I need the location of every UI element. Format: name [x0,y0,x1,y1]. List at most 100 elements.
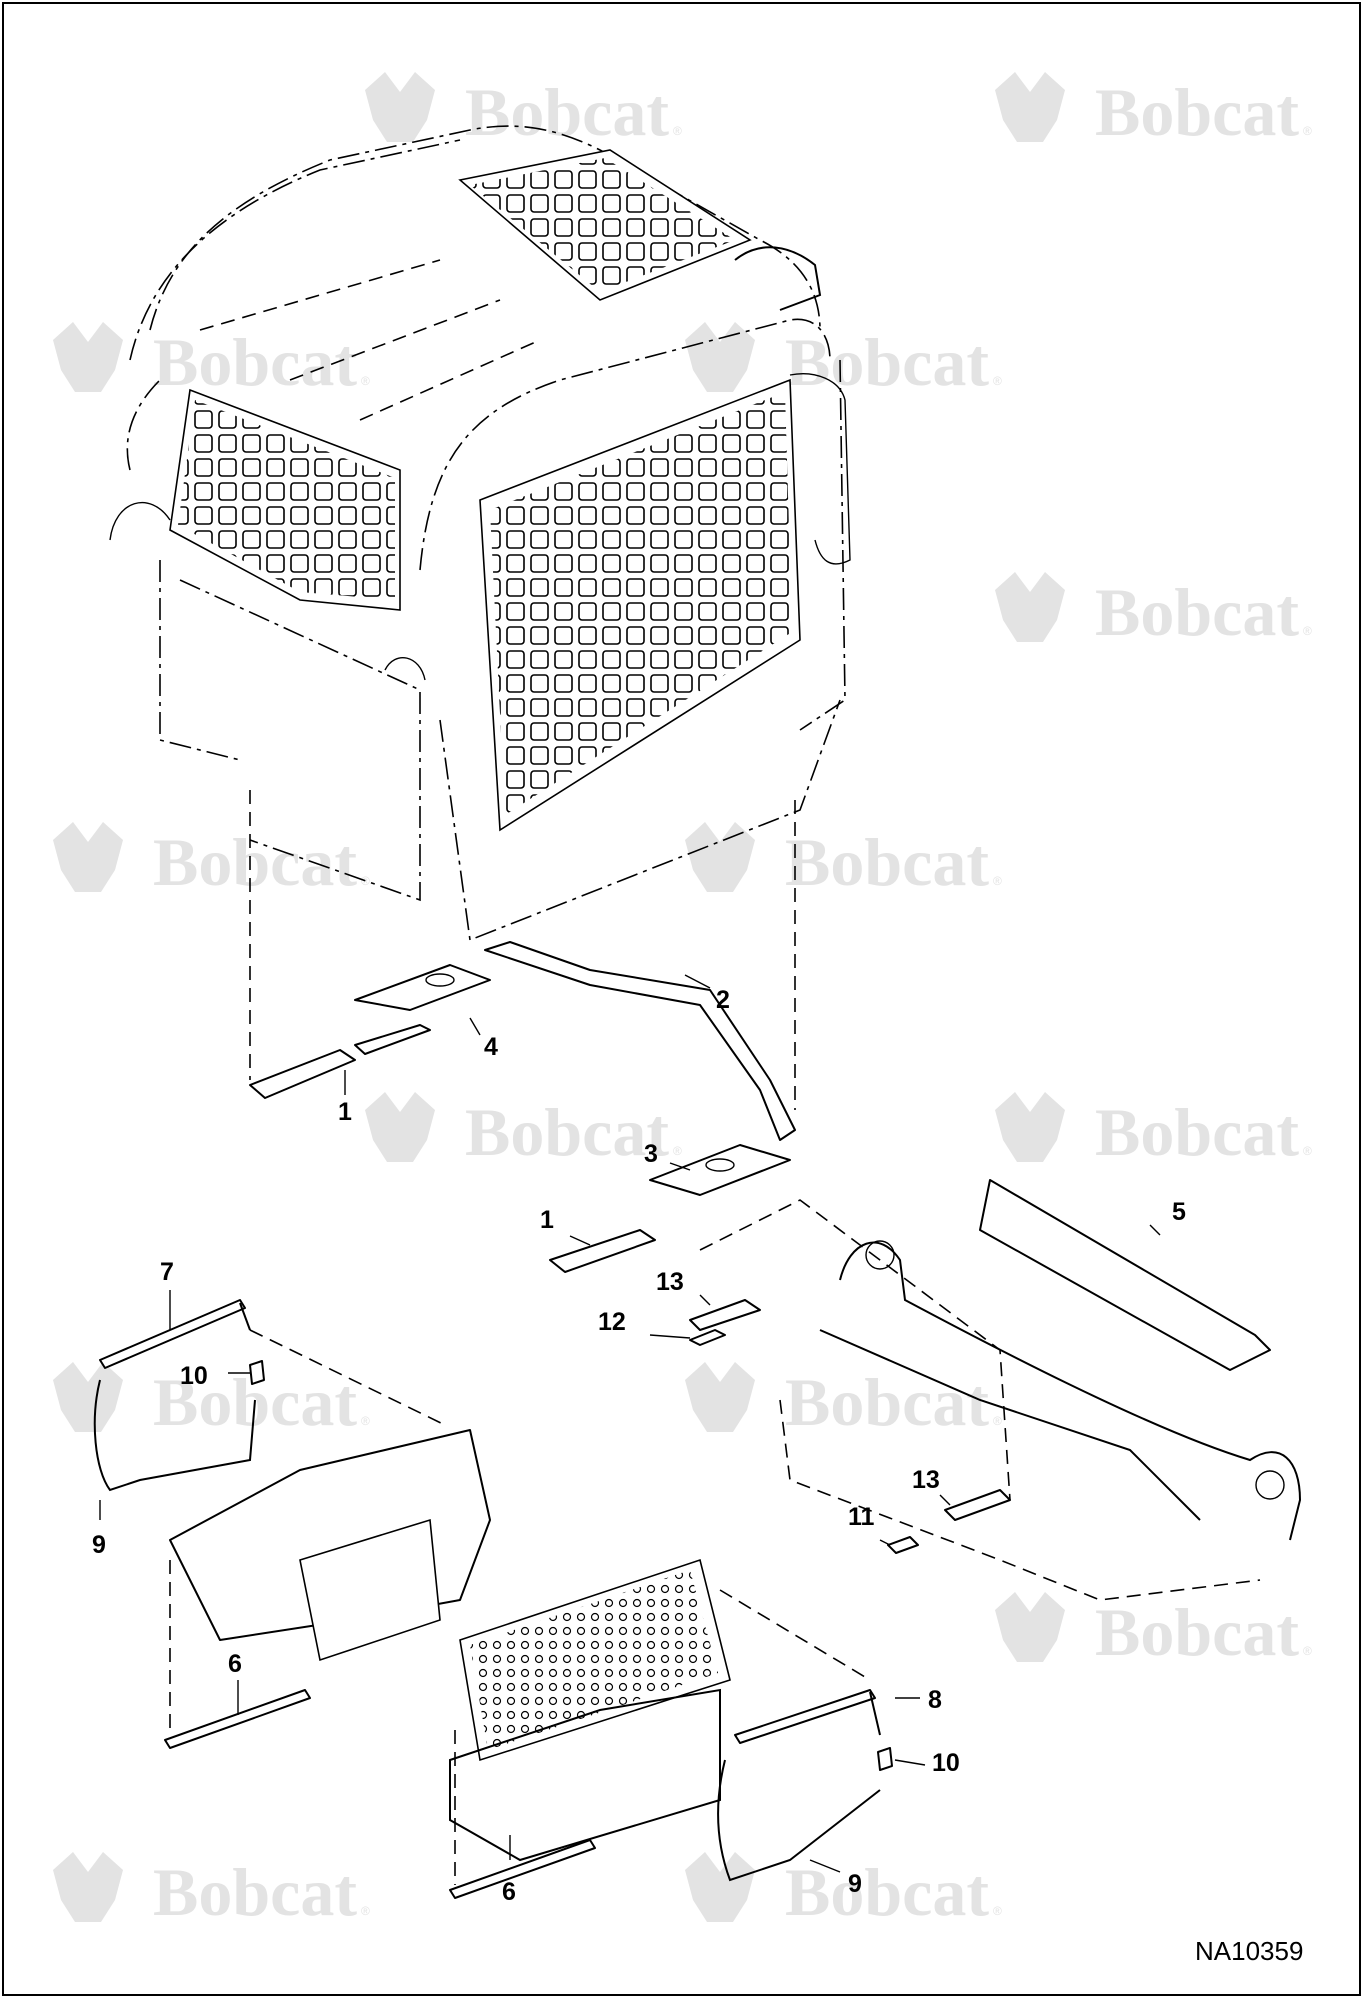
pivot-boss [865,1240,895,1270]
bobcat-logo-icon [365,72,435,142]
leader-line [684,974,711,989]
mount-bracket-part-2 [484,941,796,1141]
frame-top-rail [839,1241,1302,1541]
watermark-registered: ® [993,874,1002,888]
bobcat-logo-icon [685,322,755,392]
spacer-part-12 [689,1329,726,1346]
watermark-registered: ® [1303,1144,1312,1158]
rod-part-9 [93,1379,256,1492]
bobcat-logo-icon [685,1852,755,1922]
seal-strip-part-6b [449,1839,596,1899]
watermark-text: Bobcat [785,1364,989,1440]
mount-strip-part-1 [249,1049,356,1099]
pedal-housing [299,1518,441,1662]
watermark-registered: ® [361,374,370,388]
cab-left-panel [159,560,241,761]
watermark-registered: ® [361,874,370,888]
leader-line [699,1294,711,1306]
leader-line [569,1235,591,1246]
mount-shim-part-3 [649,1144,791,1196]
callout-7: 7 [160,1258,174,1286]
bobcat-logo-icon [53,1362,123,1432]
mount-shim-part-4a [354,1024,431,1055]
callout-13-bottom: 13 [912,1466,940,1494]
callout-3: 3 [644,1140,658,1168]
leader-lines [99,974,1161,1873]
rod-part-9b [717,1759,881,1882]
seal-strip-part-5 [979,1179,1271,1371]
front-door-mesh [490,392,792,815]
bobcat-watermark: Bobcat ® [53,322,370,400]
leader-line [469,1017,481,1036]
leader-line [669,1162,691,1171]
bobcat-logo-icon [685,1362,755,1432]
callout-4: 4 [484,1033,498,1061]
strip-end [239,1302,251,1331]
callout-5: 5 [1172,1198,1186,1226]
pivot-boss [1255,1470,1285,1500]
bobcat-watermark: Bobcat ® [685,822,1002,900]
seal-strip-part-8 [734,1689,876,1744]
strip-end [869,1691,881,1736]
clip-part-10 [249,1360,265,1385]
watermark-registered: ® [1303,1644,1312,1658]
leader-line [1149,1224,1161,1236]
callout-1: 1 [338,1098,352,1126]
bobcat-logo-icon [995,72,1065,142]
spacer-part-13a [689,1299,761,1331]
roof-slot [199,259,441,331]
frame-lower-edge [779,1399,1261,1601]
leader-line [939,1494,951,1506]
callout-1-middle: 1 [540,1206,554,1234]
watermark-text: Bobcat [1095,574,1299,650]
shim-hole [705,1158,735,1172]
bobcat-watermark: Bobcat ® [53,1852,370,1930]
callout-12: 12 [598,1308,626,1336]
watermark-registered: ® [993,1904,1002,1918]
bobcat-logo-icon [53,322,123,392]
seal-strip-part-6a [164,1689,311,1749]
roof-slot [289,299,501,381]
leader-line [894,1759,926,1766]
callout-10-left: 10 [180,1362,208,1390]
operator-cab [109,125,851,942]
callout-9-left: 9 [92,1531,106,1559]
leader-line [809,1859,841,1873]
bobcat-watermark: Bobcat ® [995,1592,1312,1670]
upper-mount-parts [249,941,796,1273]
bobcat-logo-icon [53,1852,123,1922]
bobcat-logo-icon [53,822,123,892]
bobcat-watermark: Bobcat ® [995,72,1312,150]
watermark-text: Bobcat [785,324,989,400]
spacer-part-13b [944,1489,1011,1521]
callout-8: 8 [928,1686,942,1714]
bobcat-watermark: Bobcat ® [685,1362,1002,1440]
watermark-group: Bobcat ® Bobcat ® Bobcat ® Bobcat ® Bobc… [53,72,1312,1930]
callout-13-top: 13 [656,1268,684,1296]
bobcat-logo-icon [995,572,1065,642]
watermark-registered: ® [1303,124,1312,138]
floor-assembly [93,1299,893,1899]
clip-part-10b [877,1747,893,1771]
watermark-text: Bobcat [153,824,357,900]
cab-floor-edge [439,699,841,942]
watermark-registered: ® [993,1414,1002,1428]
seal-strip-part-7 [99,1299,246,1369]
watermark-registered: ® [673,1144,682,1158]
mount-strip-part-1b [549,1229,656,1273]
alignment-line [249,1329,446,1426]
alignment-line [719,1589,871,1681]
watermark-text: Bobcat [465,74,669,150]
watermark-text: Bobcat [785,824,989,900]
roof-mesh [470,158,735,292]
watermark-text: Bobcat [1095,1594,1299,1670]
cab-grab-mid [384,657,426,681]
cab-roof-outline [149,125,821,331]
watermark-text: Bobcat [1095,1094,1299,1170]
cab-left-post [126,379,161,471]
spacer-part-11 [887,1536,919,1554]
cab-grab-right [789,373,851,565]
cab-right-post [799,359,846,731]
watermark-text: Bobcat [1095,74,1299,150]
